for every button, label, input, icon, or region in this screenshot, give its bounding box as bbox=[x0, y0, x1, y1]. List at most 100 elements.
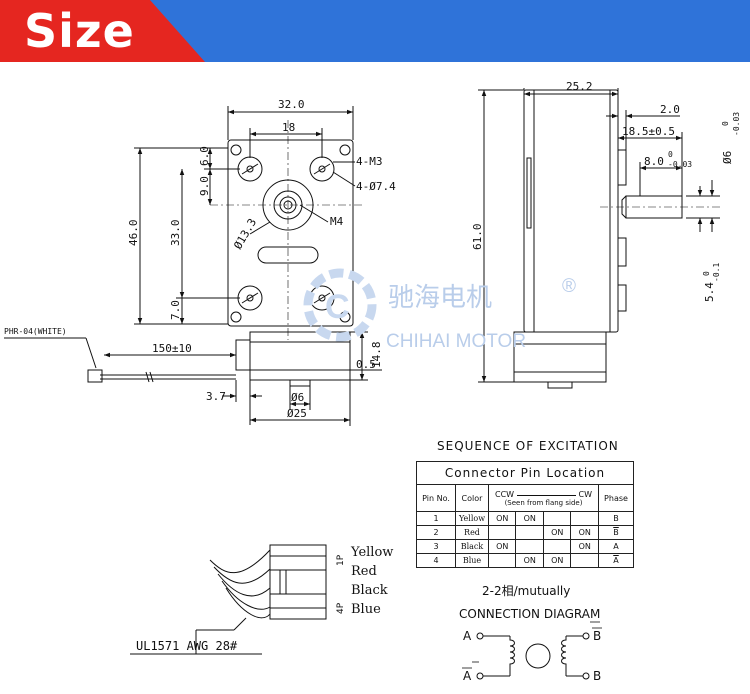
wire-color-3: Black bbox=[351, 583, 388, 598]
direction-arrow bbox=[517, 490, 576, 496]
table-cell: ON bbox=[542, 553, 572, 568]
table-cell: ON bbox=[570, 525, 599, 540]
wire-color-2: Red bbox=[351, 564, 377, 579]
dim-shaft-dia: Ø6 bbox=[721, 151, 734, 164]
watermark-registered: ® bbox=[562, 276, 576, 297]
mounting-hole bbox=[309, 156, 335, 182]
excitation-title: SEQUENCE OF EXCITATION bbox=[437, 439, 619, 453]
table-cell bbox=[515, 525, 544, 540]
table-row: 3 Black ON ON A bbox=[416, 539, 634, 554]
dim-flat-height: 5.4 bbox=[703, 282, 716, 302]
table-row: 1 Yellow ON ON B bbox=[416, 511, 634, 526]
wire-color-1: Yellow bbox=[350, 545, 393, 560]
watermark-cn: 驰海电机 bbox=[388, 283, 492, 313]
label-a: A bbox=[463, 629, 472, 643]
label-a-bar: A bbox=[463, 669, 472, 683]
table-cell: B bbox=[598, 525, 634, 540]
connector-housing bbox=[269, 544, 327, 620]
table-row: 4 Blue ON ON A bbox=[416, 553, 634, 568]
table-cell: B bbox=[598, 511, 634, 526]
table-cell bbox=[570, 511, 599, 526]
table-cell: A bbox=[598, 553, 634, 568]
header-cw: CW bbox=[578, 489, 593, 499]
dim-width: 32.0 bbox=[278, 98, 305, 111]
table-cell: Black bbox=[455, 539, 489, 554]
table-cell: 2 bbox=[416, 525, 456, 540]
dim-flat-len: 8.0 bbox=[644, 155, 664, 168]
label-b: B bbox=[593, 669, 601, 683]
table-cell: Red bbox=[455, 525, 489, 540]
dim-lead-length: 150±10 bbox=[152, 342, 192, 355]
table-row: 2 Red ON ON B bbox=[416, 525, 634, 540]
dim-boss-dia: Ø6 bbox=[291, 391, 304, 404]
dim-inner-height: 33.0 bbox=[169, 220, 182, 247]
table-cell: 3 bbox=[416, 539, 456, 554]
header-color: Color bbox=[455, 484, 489, 512]
connector-plug bbox=[87, 369, 103, 383]
cable-spec: UL1571 AWG 28# bbox=[136, 639, 238, 653]
label-b-bar: B bbox=[593, 629, 601, 643]
dim-protrusion: 2.0 bbox=[660, 103, 680, 116]
connector-label: PHR-04(WHITE) bbox=[4, 327, 67, 336]
header-direction: CCW CW (Seen from flang side) bbox=[488, 484, 599, 512]
slot bbox=[257, 246, 319, 264]
dim-side-height: 61.0 bbox=[471, 224, 484, 251]
page-title: Size bbox=[24, 4, 135, 58]
dim-total-height: 46.0 bbox=[127, 220, 140, 247]
excitation-note: 2-2相/mutually bbox=[482, 584, 570, 598]
table-cell: ON bbox=[487, 511, 517, 526]
dim-bosses: 4-Ø7.4 bbox=[356, 180, 396, 193]
dim-depth: 25.2 bbox=[566, 80, 593, 93]
front-view bbox=[4, 106, 382, 426]
pin-first-label: 1P bbox=[336, 554, 346, 566]
flat-h-tol-lower: -0.1 bbox=[712, 263, 721, 282]
table-cell: ON bbox=[515, 553, 544, 568]
table-cell bbox=[542, 511, 572, 526]
table-caption: Connector Pin Location bbox=[416, 461, 634, 485]
table-cell bbox=[487, 525, 517, 540]
table-cell bbox=[515, 539, 544, 554]
side-view bbox=[478, 88, 720, 389]
dim-hub-dia: Ø13.3 bbox=[231, 216, 259, 251]
table-cell bbox=[542, 539, 572, 554]
watermark: C 驰海电机 ® CHIHAI MOTOR bbox=[303, 268, 576, 352]
shaft-tol-lower: -0.03 bbox=[732, 112, 741, 136]
mounting-hole bbox=[237, 285, 263, 311]
table-cell bbox=[570, 553, 599, 568]
dim-hole-spacing: 18 bbox=[282, 121, 295, 134]
header-pin: Pin No. bbox=[416, 484, 456, 512]
rotor-circle bbox=[525, 643, 551, 669]
header-phase: Phase bbox=[598, 484, 634, 512]
banner-red-tab bbox=[0, 0, 205, 62]
pin-last-label: 4P bbox=[336, 602, 346, 614]
dim-motor-dia: Ø25 bbox=[287, 407, 307, 420]
excitation-table: Connector Pin Location Pin No. Color CCW… bbox=[416, 461, 634, 568]
dim-shaft-len: 18.5±0.5 bbox=[622, 125, 675, 138]
gearbox-plate bbox=[227, 139, 354, 327]
table-cell: Blue bbox=[455, 553, 489, 568]
flat-h-tol-upper: 0 bbox=[702, 271, 711, 276]
mounting-hole bbox=[237, 156, 263, 182]
table-cell: 1 bbox=[416, 511, 456, 526]
wiring-diagram bbox=[130, 544, 327, 655]
table-cell: ON bbox=[515, 511, 544, 526]
connection-title: CONNECTION DIAGRAM bbox=[459, 607, 600, 621]
dim-motor-height: 14.8 bbox=[370, 342, 383, 369]
dim-shaft-thread: M4 bbox=[330, 215, 344, 228]
dim-bottom-offset: 7.0 bbox=[169, 300, 182, 320]
dim-left-offset: 3.7 bbox=[206, 390, 226, 403]
table-cell: Yellow bbox=[455, 511, 489, 526]
motor-body bbox=[249, 331, 351, 381]
header-ccw: CCW bbox=[495, 489, 515, 499]
shaft-tol-upper: 0 bbox=[721, 121, 730, 126]
dim-gap: 0.5 bbox=[356, 358, 376, 371]
watermark-en: CHIHAI MOTOR bbox=[386, 331, 526, 352]
flat-tol-upper: 0 bbox=[668, 150, 673, 159]
table-cell: 4 bbox=[416, 553, 456, 568]
table-cell: A bbox=[598, 539, 634, 554]
dim-mount-holes: 4-M3 bbox=[356, 155, 383, 168]
side-motor bbox=[513, 331, 607, 383]
table-cell: ON bbox=[487, 539, 517, 554]
wire-color-4: Blue bbox=[351, 602, 381, 617]
